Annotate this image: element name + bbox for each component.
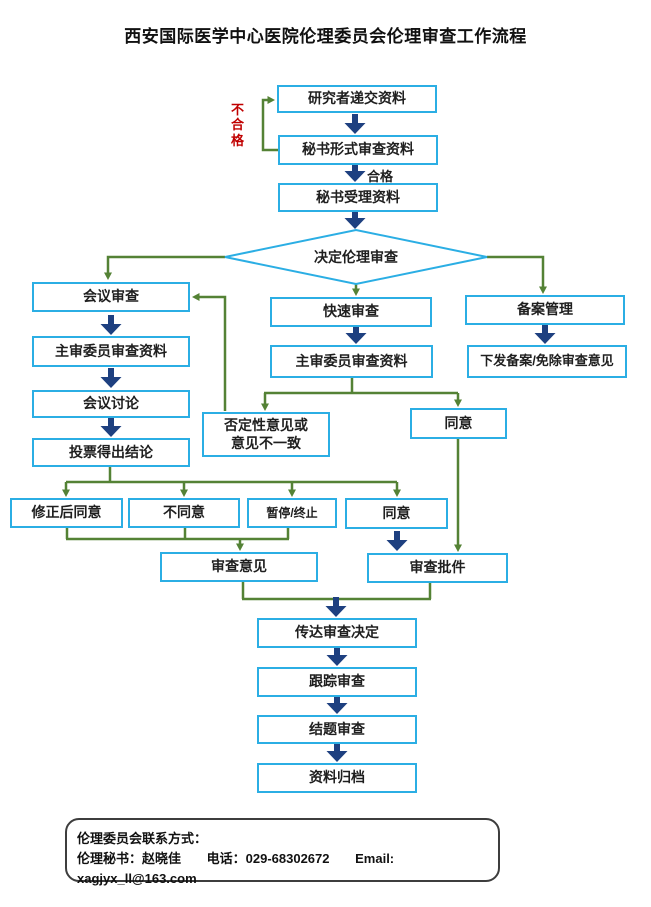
node-approve-after-revision: 修正后同意 xyxy=(10,498,123,528)
label-unqualified: 不合格 xyxy=(231,102,245,148)
node-archive: 资料归档 xyxy=(257,763,417,793)
label-qualified: 合格 xyxy=(367,169,394,184)
node-suspend-terminate: 暂停/终止 xyxy=(247,498,337,528)
node-conclusion-review: 结题审查 xyxy=(257,715,417,744)
contact-heading: 伦理委员会联系方式： xyxy=(77,829,488,849)
node-agree-row: 同意 xyxy=(345,498,448,529)
node-agree-mid: 同意 xyxy=(410,408,507,439)
node-meeting-review: 会议审查 xyxy=(32,282,190,312)
contact-secretary: 伦理秘书：赵晓佳 xyxy=(77,851,182,867)
node-meeting-discussion: 会议讨论 xyxy=(32,390,190,418)
node-convey-decision: 传达审查决定 xyxy=(257,618,417,648)
contact-phone: 电话：029-68302672 xyxy=(206,851,330,867)
node-decide-review-type: 决定伦理审查 xyxy=(314,249,398,265)
contact-heading-text: 伦理委员会联系方式： xyxy=(77,831,208,846)
node-vote-conclusion: 投票得出结论 xyxy=(32,438,190,467)
node-chief-review-left: 主审委员审查资料 xyxy=(32,336,190,367)
node-review-approval: 审查批件 xyxy=(367,553,508,583)
contact-email: Email: xagjyx_ll@163.com xyxy=(77,851,395,887)
node-follow-up-review: 跟踪审查 xyxy=(257,667,417,697)
node-chief-review-mid: 主审委员审查资料 xyxy=(270,345,433,378)
node-record-issue: 下发备案/免除审查意见 xyxy=(467,345,627,378)
contact-details: 伦理秘书：赵晓佳 电话：029-68302672 Email: xagjyx_l… xyxy=(77,849,488,889)
contact-box: 伦理委员会联系方式： 伦理秘书：赵晓佳 电话：029-68302672 Emai… xyxy=(65,818,500,886)
node-secretary-formal-review: 秘书形式审查资料 xyxy=(278,135,438,165)
node-negative-opinion: 否定性意见或 意见不一致 xyxy=(202,412,330,457)
node-researcher-submit: 研究者递交资料 xyxy=(277,85,437,113)
node-disagree: 不同意 xyxy=(128,498,240,528)
page-title: 西安国际医学中心医院伦理委员会伦理审查工作流程 xyxy=(124,27,527,46)
node-secretary-accept: 秘书受理资料 xyxy=(278,183,438,212)
node-rapid-review: 快速审查 xyxy=(270,297,432,327)
node-record-management: 备案管理 xyxy=(465,295,625,325)
node-review-opinion: 审查意见 xyxy=(160,552,318,582)
